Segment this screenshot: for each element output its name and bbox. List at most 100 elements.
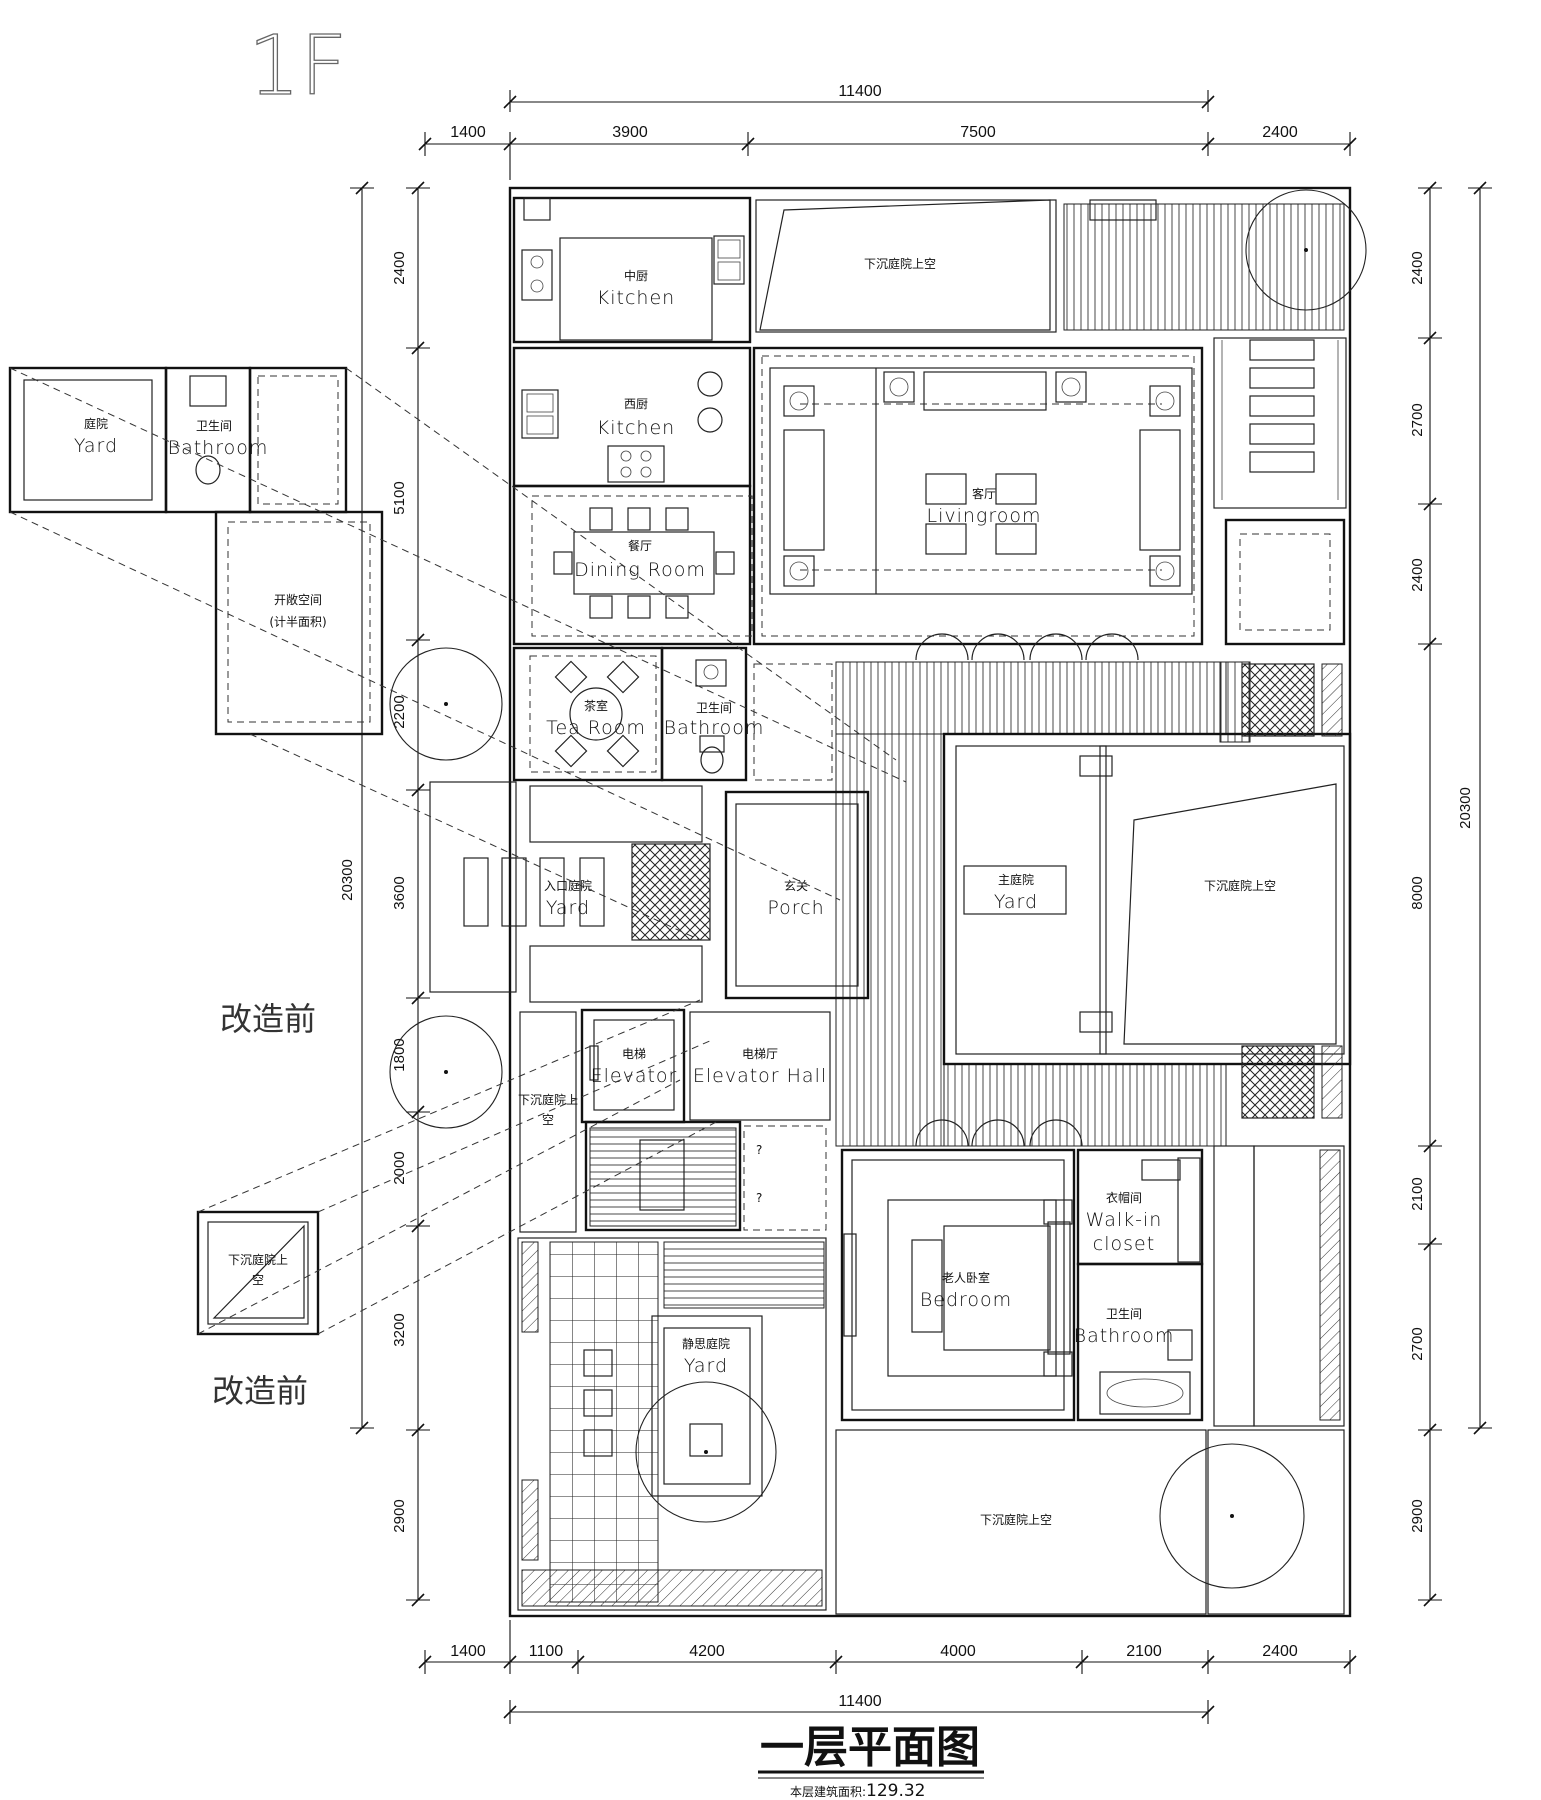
dim-left-1: 2400 — [391, 251, 408, 284]
dim-bottom-6: 2400 — [1262, 1643, 1298, 1660]
quiet-yard-en: Yard — [684, 1355, 728, 1377]
dim-left-6: 2000 — [391, 1151, 408, 1184]
entry-yard-zh: 入口庭院 — [544, 878, 592, 893]
sunken-left-2: 空 — [542, 1113, 554, 1127]
bathroom-bed: 卫生间 Bathroom — [1074, 1262, 1204, 1422]
dim-left-5: 1800 — [391, 1038, 408, 1071]
living-en: Livingroom — [927, 505, 1042, 527]
bedroom-en: Bedroom — [920, 1289, 1012, 1311]
walkin-en-2: closet — [1093, 1233, 1155, 1255]
dim-right-2: 2700 — [1409, 403, 1426, 436]
tea-zh: 茶室 — [584, 698, 608, 713]
dim-top-1: 1400 — [450, 124, 486, 141]
planter-top — [1241, 663, 1315, 737]
quiet-yard: 静思庭院 Yard — [517, 1237, 827, 1611]
living-zh: 客厅 — [972, 486, 996, 501]
pre-sunken-2: 空 — [252, 1273, 264, 1287]
kitchen-cn-zh: 中厨 — [624, 268, 648, 283]
living-room: 客厅 Livingroom — [752, 346, 1204, 646]
sunken-left: 下沉庭院上 空 — [518, 1011, 578, 1233]
dining-en: Dining Room — [574, 559, 706, 581]
dim-bottom-2: 1100 — [529, 1643, 564, 1660]
dim-right-6: 2700 — [1409, 1327, 1426, 1360]
dim-left-7: 3200 — [391, 1313, 408, 1346]
porch-zh: 玄关 — [784, 878, 808, 893]
bath-tea-en: Bathroom — [664, 717, 765, 739]
porch: 玄关 Porch — [724, 790, 870, 1000]
dim-right-5: 2100 — [1409, 1177, 1426, 1210]
sunken-court-top: 下沉庭院上空 — [755, 199, 1057, 333]
bottom-dimensions: 1400 1100 4200 4000 2100 2400 11400 — [418, 1620, 1357, 1724]
trees — [389, 189, 1367, 1589]
pre-bath-zh: 卫生间 — [196, 419, 232, 433]
kitchen-cn-en: Kitchen — [597, 287, 675, 309]
pre-open-2: (计半面积) — [269, 615, 326, 629]
porch-en: Porch — [767, 897, 824, 919]
walkin-en-1: Walk-in — [1086, 1209, 1163, 1231]
deck-center-top — [835, 661, 1227, 735]
right-dimensions: 2400 2700 2400 8000 2100 2700 2900 20300 — [1409, 181, 1492, 1607]
dim-top-4: 2400 — [1262, 124, 1298, 141]
elevator-zh: 电梯 — [622, 1047, 646, 1061]
right-strip-stairs — [1213, 337, 1347, 646]
quiet-yard-zh: 静思庭院 — [682, 1336, 730, 1351]
sunken-court-bottom: 下沉庭院上空 — [835, 1429, 1345, 1615]
bath-bed-zh: 卫生间 — [1106, 1307, 1142, 1321]
dim-bottom-4: 4000 — [940, 1643, 976, 1660]
elevator-en: Elevator — [591, 1065, 678, 1087]
kitchen-west-zh: 西厨 — [624, 397, 648, 411]
main-yard: 主庭院 Yard 下沉庭院上空 — [942, 732, 1352, 1066]
main-yard-en: Yard — [994, 891, 1038, 913]
left-sunken-pre: 下沉庭院上 空 — [196, 999, 721, 1336]
area-label: 本层建筑面积: — [790, 1784, 866, 1799]
dining-zh: 餐厅 — [628, 538, 652, 553]
bedroom-zh: 老人卧室 — [942, 1270, 990, 1285]
dim-right-1: 2400 — [1409, 251, 1426, 284]
pre-sunken-1: 下沉庭院上 — [228, 1252, 288, 1267]
tea-en: Tea Room — [546, 717, 646, 739]
kitchen-chinese: 中厨 Kitchen — [512, 196, 752, 344]
stair-q2: ? — [756, 1191, 762, 1205]
top-dimensions: 11400 1400 3900 7500 2400 — [418, 83, 1357, 180]
entry-yard-en: Yard — [546, 897, 590, 919]
dim-bottom-3: 4200 — [689, 1643, 725, 1660]
dim-right-4: 8000 — [1409, 876, 1426, 909]
dim-right-total: 20300 — [1457, 787, 1474, 829]
dim-left-2: 5100 — [391, 481, 408, 514]
doors-living — [915, 633, 1139, 1147]
pre-bath-en: Bathroom — [168, 437, 269, 459]
sunken-right-label: 下沉庭院上空 — [1204, 878, 1276, 893]
dim-bottom-1: 1400 — [450, 1643, 486, 1660]
entry-yard: 入口庭院 Yard — [429, 781, 711, 1003]
stair: ? ? — [584, 1120, 827, 1232]
planter-bottom — [1241, 1045, 1315, 1119]
dim-left-total: 20300 — [339, 859, 356, 901]
dim-left-8: 2900 — [391, 1499, 408, 1532]
bath-tea-zh: 卫生间 — [696, 701, 732, 715]
bathroom-tea: 卫生间 Bathroom — [660, 646, 833, 782]
deck-center-bottom — [943, 1063, 1227, 1147]
deck-center-left — [835, 733, 945, 1147]
kitchen-western: 西厨 Kitchen — [512, 346, 752, 488]
dim-top-3: 7500 — [960, 124, 996, 141]
elevator-hall-en: Elevator Hall — [693, 1065, 827, 1087]
sunken-left-1: 下沉庭院上 — [518, 1092, 578, 1107]
tea-room: 茶室 Tea Room — [512, 646, 664, 782]
bath-bed-en: Bathroom — [1074, 1325, 1175, 1347]
dim-bottom-5: 2100 — [1126, 1643, 1162, 1660]
dim-top-total: 11400 — [838, 83, 881, 100]
pre-open-1: 开敞空间 — [274, 592, 322, 607]
elevator-hall-zh: 电梯厅 — [742, 1047, 778, 1061]
sunken-top-label: 下沉庭院上空 — [864, 256, 936, 271]
pre-yard-en: Yard — [74, 435, 118, 457]
kitchen-west-en: Kitchen — [597, 417, 675, 439]
dim-bottom-total: 11400 — [838, 1693, 881, 1710]
area-value: 129.32 — [866, 1781, 925, 1800]
left-dimensions: 20300 2400 5100 2200 3600 1800 2000 3200… — [339, 181, 430, 1607]
dim-top-2: 3900 — [612, 124, 648, 141]
floor-label: 1F — [248, 19, 347, 114]
walkin-zh: 衣帽间 — [1106, 1190, 1142, 1205]
before-label-1: 改造前 — [220, 1000, 316, 1038]
elevator: 电梯 Elevator — [580, 1008, 686, 1124]
